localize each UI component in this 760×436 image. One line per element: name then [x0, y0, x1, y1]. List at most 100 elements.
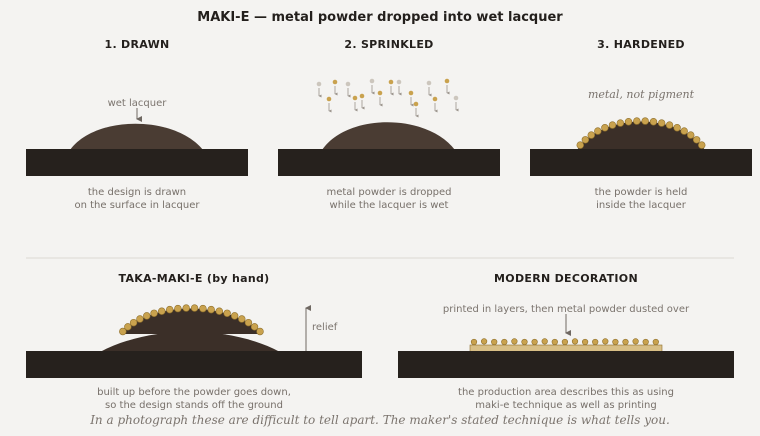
- powder-particle: [453, 95, 459, 101]
- gold-powder-grain: [129, 318, 138, 327]
- powder-particle: [316, 81, 322, 87]
- wet-lacquer-mound-sprinkled: [322, 122, 455, 150]
- gold-powder-grain: [215, 307, 223, 315]
- gold-powder-grain: [150, 309, 158, 317]
- gold-powder-grain: [511, 338, 518, 345]
- gold-powder-grain: [491, 338, 498, 346]
- gold-powder-grain: [541, 338, 548, 345]
- gold-powder-grain: [158, 307, 166, 315]
- powder-particle: [345, 81, 351, 87]
- ground-sprinkled: [278, 149, 500, 176]
- panel-hardened: [530, 117, 752, 176]
- gold-powder-grain: [244, 318, 253, 327]
- gold-powder-grain: [581, 136, 590, 144]
- heading-sprinkled: 2. SPRINKLED: [344, 38, 434, 51]
- caption-hardened: the powder is held inside the lacquer: [594, 187, 688, 211]
- gold-powder-grain: [136, 315, 144, 323]
- panel-modern: [398, 314, 734, 378]
- gold-powder-grain: [642, 338, 649, 346]
- gold-powder-grain: [608, 121, 617, 129]
- gold-powder-grain: [612, 338, 619, 346]
- gold-powder-grain: [174, 304, 182, 313]
- heading-taka-maki-e: TAKA-MAKI-E (by hand): [118, 272, 270, 285]
- gold-powder-grain: [143, 312, 151, 320]
- gold-powder-grain: [223, 309, 231, 317]
- gold-powder-grain: [230, 312, 239, 320]
- printed-layers-label: printed in layers, then metal powder dus…: [442, 304, 690, 315]
- ground-modern: [398, 351, 734, 378]
- gold-powder-grain: [622, 338, 629, 346]
- gold-powder-grain: [657, 119, 666, 127]
- gold-powder-grain: [119, 327, 127, 336]
- gold-powder-grain: [673, 124, 681, 132]
- dusted-powder: [470, 338, 659, 346]
- gold-powder-grain: [687, 131, 695, 139]
- powder-particle: [326, 96, 332, 102]
- gold-powder-grain: [124, 323, 132, 331]
- gold-powder-grain: [182, 304, 190, 312]
- ground-taka: [26, 351, 362, 378]
- heading-drawn: 1. DRAWN: [104, 38, 170, 51]
- gold-powder-grain: [587, 131, 595, 139]
- relief-base: [100, 331, 280, 352]
- gold-powder-grain: [633, 117, 641, 125]
- gold-powder-grain: [581, 338, 589, 346]
- powder-particle: [426, 80, 432, 86]
- gold-powder-grain: [601, 124, 609, 132]
- gold-powder-grain: [238, 315, 246, 323]
- gold-powder-grain: [501, 338, 508, 346]
- gold-powder-grain: [649, 118, 658, 126]
- caption-taka-maki-e: built up before the powder goes down, so…: [97, 387, 291, 411]
- gold-powder-grain: [576, 141, 584, 149]
- printed-layer: [469, 344, 663, 353]
- relief-label: relief: [312, 322, 338, 333]
- powder-particle: [332, 79, 338, 85]
- gold-powder-grain: [665, 121, 674, 129]
- panel-taka-maki-e: [26, 304, 362, 378]
- gold-powder-grain: [602, 338, 609, 345]
- caption-modern-decoration: the production area describes this as us…: [458, 387, 674, 411]
- powder-particle: [352, 95, 358, 101]
- gold-powder-grain: [692, 136, 701, 144]
- gold-powder-grain: [521, 338, 528, 346]
- gold-powder-grain: [561, 338, 569, 346]
- gold-powder-grain: [199, 304, 207, 313]
- powder-particle: [408, 90, 414, 96]
- gold-powder-grain: [652, 338, 659, 346]
- gold-powder-grain: [551, 338, 558, 346]
- metal-not-pigment-note: metal, not pigment: [587, 88, 695, 101]
- gold-powder-grain: [256, 327, 264, 336]
- powder-particle: [359, 93, 365, 99]
- gold-powder-grain: [698, 141, 706, 149]
- powder-particle: [396, 79, 402, 85]
- gold-powder-grain: [680, 127, 688, 135]
- wet-lacquer-mound: [70, 123, 203, 150]
- panel-sprinkled: [278, 78, 500, 176]
- ground-hardened: [530, 149, 752, 176]
- falling-powder: [316, 78, 459, 118]
- powder-particle: [444, 78, 450, 84]
- hardened-lacquer-mound: [577, 121, 705, 150]
- gold-powder-grain: [470, 338, 478, 346]
- gold-powder-grain: [531, 338, 538, 346]
- heading-modern-decoration: MODERN DECORATION: [494, 272, 638, 285]
- panel-drawn: [26, 108, 248, 176]
- gold-powder-grain: [190, 304, 199, 312]
- gold-powder-grain: [624, 118, 633, 126]
- powder-particle: [413, 101, 419, 107]
- gold-powder-grain: [641, 117, 649, 125]
- heading-hardened: 3. HARDENED: [597, 38, 685, 51]
- caption-drawn: the design is drawn on the surface in la…: [74, 187, 200, 211]
- taka-powder: [119, 304, 264, 336]
- gold-powder-grain: [632, 338, 639, 345]
- caption-sprinkled: metal powder is dropped while the lacque…: [326, 187, 452, 211]
- gold-powder-grain: [166, 305, 174, 314]
- footer-note: In a photograph these are difficult to t…: [90, 413, 670, 427]
- gold-powder-grain: [616, 119, 625, 127]
- gold-powder-grain: [571, 338, 579, 345]
- powder-particle: [369, 78, 375, 84]
- embedded-powder: [576, 117, 706, 149]
- gold-powder-grain: [594, 127, 602, 135]
- gold-powder-grain: [250, 323, 259, 331]
